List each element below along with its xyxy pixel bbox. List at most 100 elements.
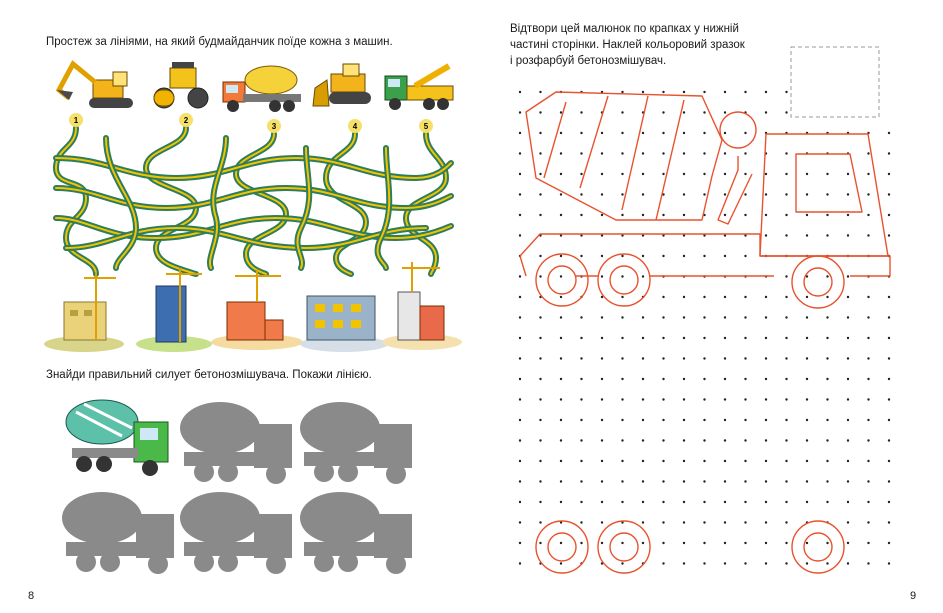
grid-dot[interactable] bbox=[682, 316, 686, 319]
grid-dot[interactable] bbox=[600, 275, 604, 278]
grid-dot[interactable] bbox=[580, 418, 583, 422]
construction-site-3-image[interactable] bbox=[211, 270, 303, 350]
grid-dot[interactable] bbox=[682, 336, 686, 340]
grid-dot[interactable] bbox=[539, 254, 542, 258]
grid-dot[interactable] bbox=[580, 336, 583, 340]
grid-dot[interactable] bbox=[518, 131, 522, 135]
grid-dot[interactable] bbox=[600, 336, 604, 340]
grid-dot[interactable] bbox=[867, 459, 870, 463]
excavator-image[interactable] bbox=[55, 60, 133, 108]
grid-dot[interactable] bbox=[764, 541, 768, 545]
grid-dot[interactable] bbox=[744, 357, 747, 360]
grid-dot[interactable] bbox=[867, 418, 870, 422]
grid-dot[interactable] bbox=[682, 398, 686, 401]
grid-dot[interactable] bbox=[846, 193, 850, 196]
grid-dot[interactable] bbox=[662, 213, 665, 217]
grid-dot[interactable] bbox=[682, 521, 686, 524]
grid-dot[interactable] bbox=[805, 459, 809, 463]
grid-dot[interactable] bbox=[805, 439, 809, 442]
grid-dot[interactable] bbox=[518, 398, 522, 401]
grid-dot[interactable] bbox=[662, 336, 665, 340]
grid-dot[interactable] bbox=[846, 213, 850, 217]
maze-path[interactable] bbox=[53, 214, 454, 242]
grid-dot[interactable] bbox=[723, 213, 727, 217]
grid-dot[interactable] bbox=[744, 213, 747, 217]
grid-dot[interactable] bbox=[580, 152, 583, 155]
grid-dot[interactable] bbox=[682, 357, 686, 360]
grid-dot[interactable] bbox=[559, 439, 563, 442]
grid-dot[interactable] bbox=[826, 562, 829, 565]
grid-dot[interactable] bbox=[703, 172, 706, 176]
grid-dot[interactable] bbox=[662, 500, 665, 504]
grid-dot[interactable] bbox=[559, 131, 563, 135]
grid-dot[interactable] bbox=[723, 398, 727, 401]
grid-dot[interactable] bbox=[662, 193, 665, 196]
grid-dot[interactable] bbox=[785, 459, 788, 463]
grid-dot[interactable] bbox=[846, 316, 850, 319]
grid-dot[interactable] bbox=[703, 562, 706, 565]
grid-dot[interactable] bbox=[641, 439, 645, 442]
grid-dot[interactable] bbox=[764, 439, 768, 442]
grid-dot[interactable] bbox=[600, 316, 604, 319]
grid-dot[interactable] bbox=[785, 275, 788, 278]
grid-dot[interactable] bbox=[559, 459, 563, 463]
grid-dot[interactable] bbox=[826, 459, 829, 463]
grid-dot[interactable] bbox=[785, 295, 788, 299]
grid-dot[interactable] bbox=[785, 172, 788, 176]
grid-dot[interactable] bbox=[662, 111, 665, 114]
grid-dot[interactable] bbox=[723, 562, 727, 565]
grid-dot[interactable] bbox=[621, 316, 624, 319]
grid-dot[interactable] bbox=[518, 541, 522, 545]
grid-dot[interactable] bbox=[805, 357, 809, 360]
grid-dot[interactable] bbox=[580, 172, 583, 176]
grid-dot[interactable] bbox=[785, 398, 788, 401]
grid-dot[interactable] bbox=[518, 562, 522, 565]
grid-dot[interactable] bbox=[518, 316, 522, 319]
grid-dot[interactable] bbox=[703, 295, 706, 299]
grid-dot[interactable] bbox=[846, 521, 850, 524]
grid-dot[interactable] bbox=[744, 172, 747, 176]
grid-dot[interactable] bbox=[826, 172, 829, 176]
grid-dot[interactable] bbox=[805, 398, 809, 401]
grid-dot[interactable] bbox=[846, 480, 850, 483]
grid-dot[interactable] bbox=[621, 275, 624, 278]
grid-dot[interactable] bbox=[580, 459, 583, 463]
grid-dot[interactable] bbox=[744, 562, 747, 565]
grid-dot[interactable] bbox=[682, 500, 686, 504]
grid-dot[interactable] bbox=[826, 439, 829, 442]
grid-dot[interactable] bbox=[539, 172, 542, 176]
grid-dot[interactable] bbox=[723, 541, 727, 545]
grid-dot[interactable] bbox=[785, 213, 788, 217]
silhouette-option-1[interactable] bbox=[180, 402, 292, 484]
grid-dot[interactable] bbox=[580, 131, 583, 135]
grid-dot[interactable] bbox=[559, 234, 563, 237]
grid-dot[interactable] bbox=[744, 336, 747, 340]
grid-dot[interactable] bbox=[703, 111, 706, 114]
grid-dot[interactable] bbox=[600, 521, 604, 524]
grid-dot[interactable] bbox=[518, 152, 522, 155]
grid-dot[interactable] bbox=[867, 172, 870, 176]
grid-dot[interactable] bbox=[621, 459, 624, 463]
grid-dot[interactable] bbox=[682, 541, 686, 545]
grid-dot[interactable] bbox=[580, 254, 583, 258]
grid-dot[interactable] bbox=[723, 377, 727, 381]
grid-dot[interactable] bbox=[744, 131, 747, 135]
grid-dot[interactable] bbox=[621, 254, 624, 258]
silhouette-option-5[interactable] bbox=[300, 492, 412, 574]
grid-dot[interactable] bbox=[518, 213, 522, 217]
grid-dot[interactable] bbox=[662, 377, 665, 381]
grid-dot[interactable] bbox=[764, 480, 768, 483]
grid-dot[interactable] bbox=[518, 459, 522, 463]
grid-dot[interactable] bbox=[641, 500, 645, 504]
grid-dot[interactable] bbox=[518, 521, 522, 524]
grid-dot[interactable] bbox=[846, 459, 850, 463]
grid-dot[interactable] bbox=[846, 562, 850, 565]
grid-dot[interactable] bbox=[518, 111, 522, 114]
grid-dot[interactable] bbox=[764, 90, 768, 94]
grid-dot[interactable] bbox=[805, 213, 809, 217]
grid-dot[interactable] bbox=[559, 541, 563, 545]
grid-dot[interactable] bbox=[723, 316, 727, 319]
grid-dot[interactable] bbox=[887, 193, 891, 196]
grid-dot[interactable] bbox=[703, 439, 706, 442]
grid-dot[interactable] bbox=[785, 541, 788, 545]
